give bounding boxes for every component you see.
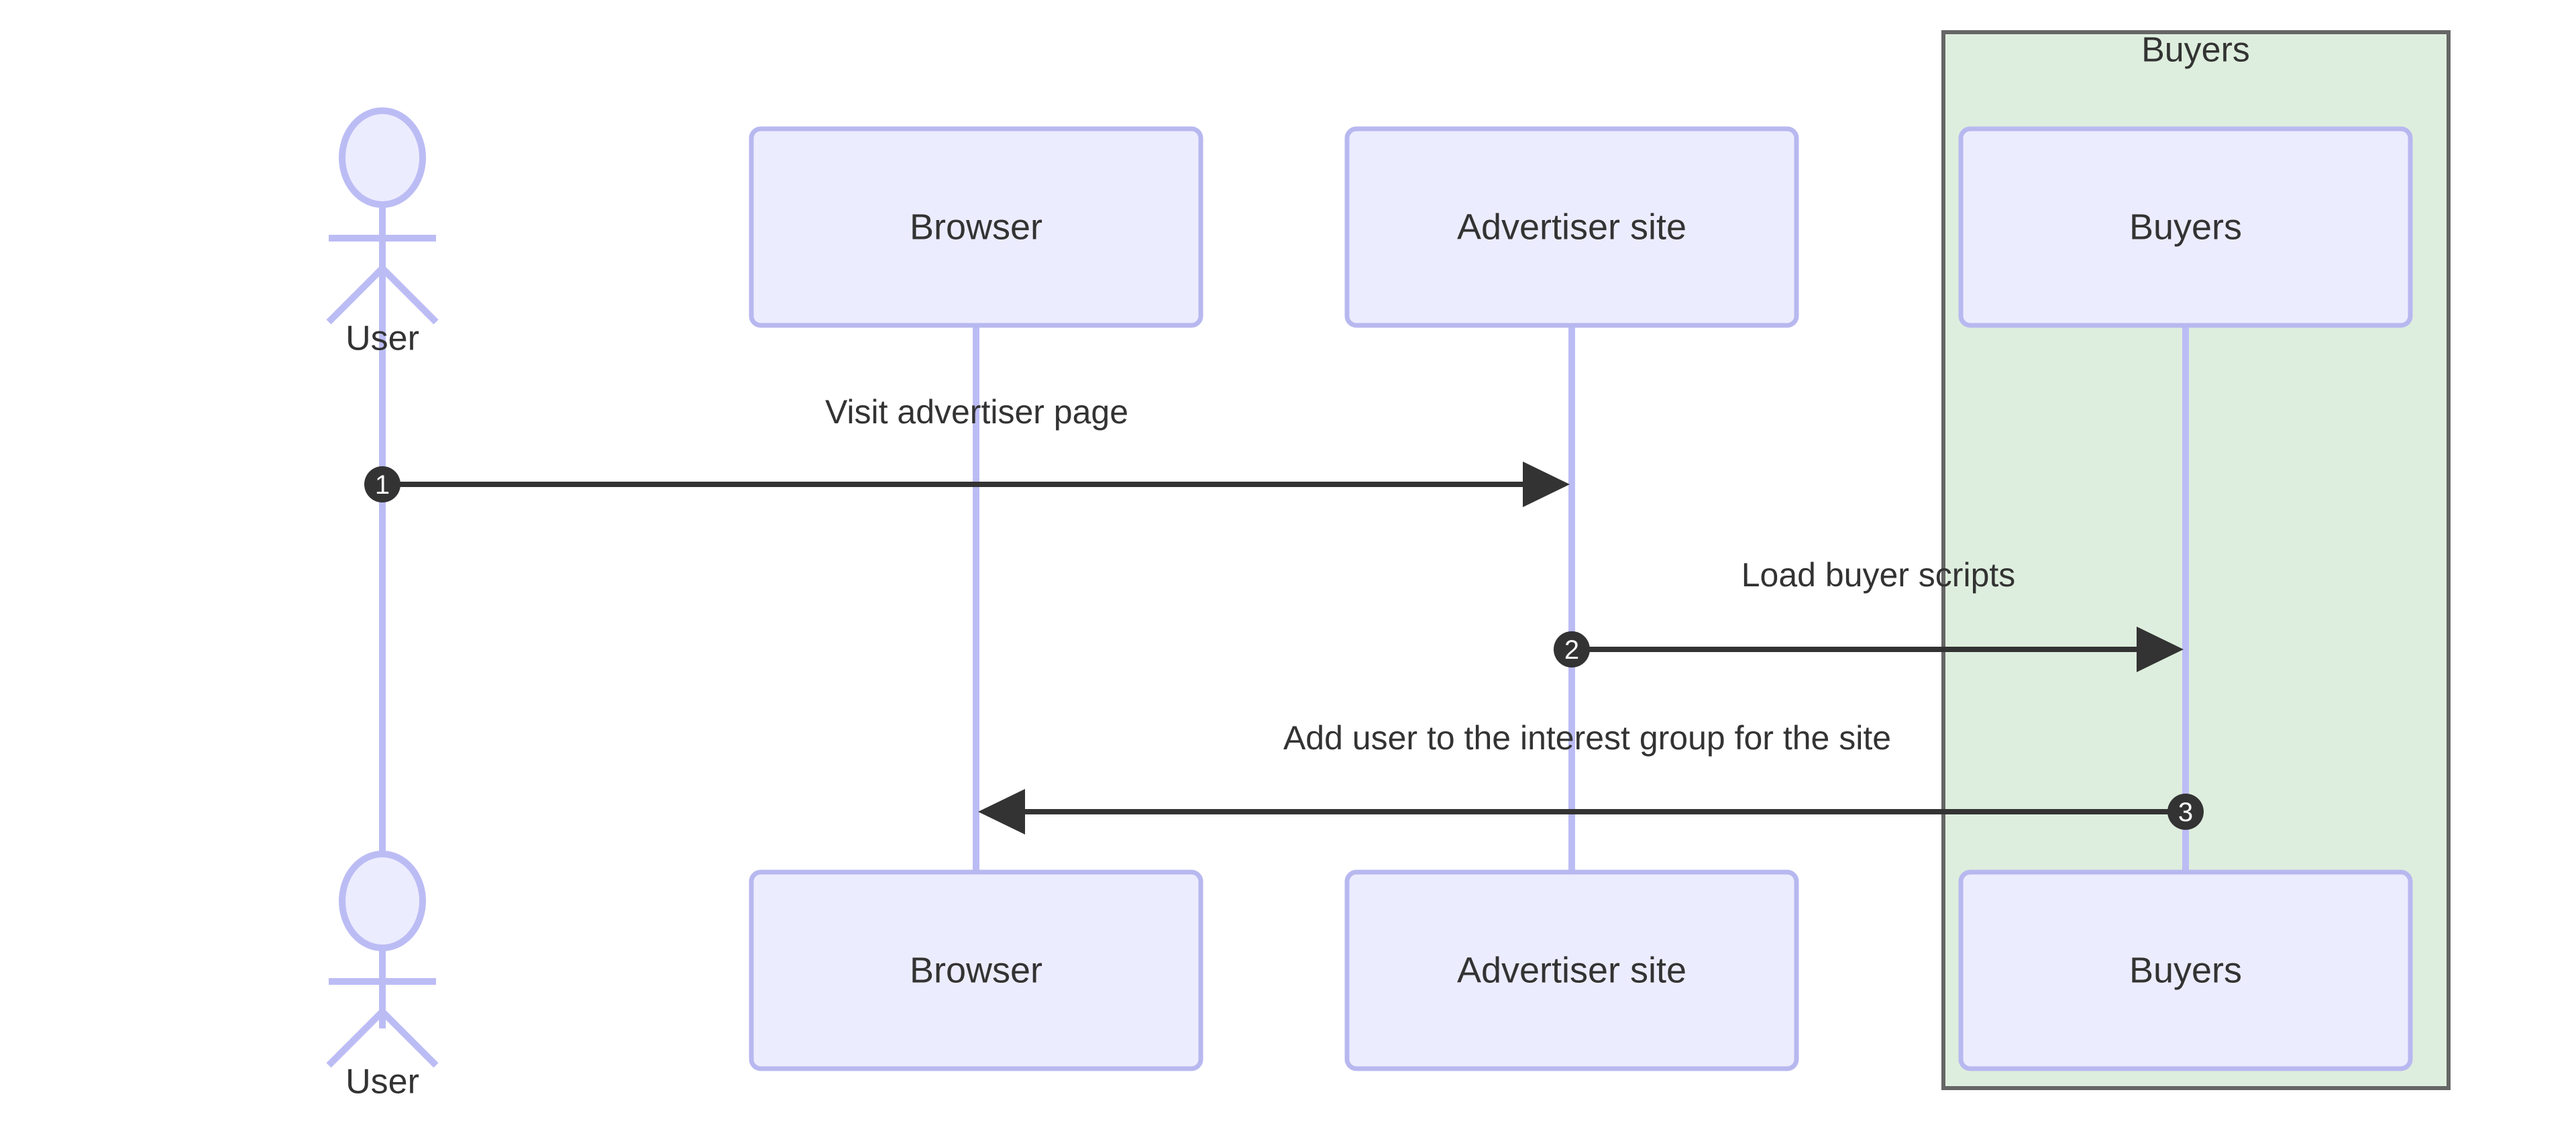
actor-label-user-top: User (345, 319, 419, 358)
participant-label-buyers-top: Buyers (2129, 207, 2242, 247)
participant-advertiser-top[interactable]: Advertiser site (1344, 126, 1799, 328)
participant-advertiser-bottom[interactable]: Advertiser site (1344, 869, 1799, 1071)
actor-legs-icon (326, 1006, 439, 1068)
participant-label-advertiser-bottom: Advertiser site (1457, 950, 1686, 990)
participant-box (1958, 869, 2413, 1071)
participant-label-browser-bottom: Browser (910, 950, 1042, 990)
message-2-label: Load buyer scripts (1741, 556, 2016, 594)
message-3-label: Add user to the interest group for the s… (1283, 719, 1891, 757)
participant-box (749, 869, 1203, 1071)
participant-box (1958, 126, 2413, 328)
participant-buyers-top[interactable]: Buyers (1958, 126, 2413, 328)
participant-label-browser-top: Browser (910, 207, 1042, 247)
participant-browser-top[interactable]: Browser (749, 126, 1203, 328)
message-2[interactable]: Load buyer scripts 2 (1554, 556, 2184, 672)
group-box-label: Buyers (2141, 31, 2250, 70)
message-2-sequence-number: 2 (1564, 635, 1579, 665)
message-3-sequence-number: 3 (2178, 798, 2193, 827)
message-1[interactable]: Visit advertiser page 1 (364, 393, 1570, 507)
message-1-arrowhead-icon (1523, 462, 1570, 507)
message-1-sequence-badge (364, 466, 400, 502)
participant-buyers-bottom[interactable]: Buyers (1958, 869, 2413, 1071)
actor-head-icon (339, 107, 426, 208)
participant-box (749, 126, 1203, 328)
message-2-arrowhead-icon (2137, 627, 2184, 672)
actor-user-top[interactable]: User (326, 107, 439, 358)
participant-label-advertiser-top: Advertiser site (1457, 207, 1686, 247)
message-3[interactable]: Add user to the interest group for the s… (978, 719, 2204, 835)
message-1-sequence-number: 1 (375, 470, 390, 500)
actor-head-icon (339, 851, 426, 951)
message-1-label: Visit advertiser page (825, 393, 1128, 431)
actor-user-bottom[interactable]: User (326, 851, 439, 1102)
participant-box (1344, 869, 1799, 1071)
message-3-arrowhead-icon (978, 789, 1025, 835)
participant-box (1344, 126, 1799, 328)
message-2-sequence-badge (1554, 631, 1590, 667)
message-3-sequence-badge (2167, 794, 2204, 830)
participant-label-buyers-bottom: Buyers (2129, 950, 2242, 990)
participant-browser-bottom[interactable]: Browser (749, 869, 1203, 1071)
lifelines (379, 168, 2189, 879)
actor-label-user-bottom: User (345, 1063, 419, 1102)
actor-legs-icon (326, 263, 439, 325)
